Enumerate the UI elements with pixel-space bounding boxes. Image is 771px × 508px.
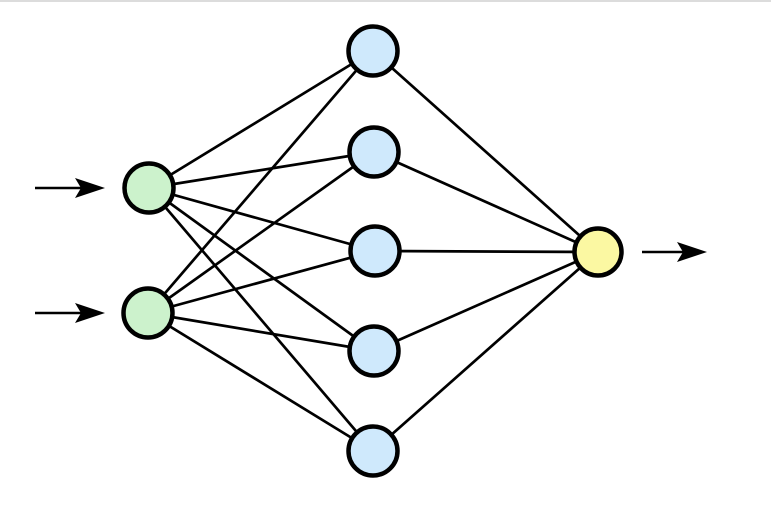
output-arrow <box>642 242 707 262</box>
input-2-node <box>121 286 175 340</box>
edge-input-1-to-hidden-4 <box>148 186 375 353</box>
output-1-node <box>572 226 624 278</box>
edge-input-1-to-hidden-5 <box>147 187 375 452</box>
input-arrow-2 <box>35 303 105 323</box>
hidden-4-node <box>347 324 401 378</box>
hidden-2-node <box>347 125 401 179</box>
edge-input-1-to-hidden-3 <box>148 186 376 253</box>
input-arrow-2-head <box>75 303 105 323</box>
edges-layer <box>146 49 599 453</box>
edge-hidden-3-to-output-1 <box>374 249 599 254</box>
output-arrow-head <box>677 242 707 262</box>
input-1-node <box>122 161 176 215</box>
edge-hidden-2-to-output-1 <box>373 150 599 254</box>
edge-hidden-1-to-output-1 <box>372 49 599 254</box>
edge-input-2-to-hidden-3 <box>147 249 376 315</box>
input-arrow-1-head <box>75 178 105 198</box>
edge-hidden-5-to-output-1 <box>372 250 599 453</box>
edge-input-2-to-hidden-1 <box>146 50 375 314</box>
nodes-layer <box>121 24 624 478</box>
edge-hidden-4-to-output-1 <box>373 250 599 353</box>
edge-input-2-to-hidden-4 <box>147 311 375 353</box>
arrows-layer <box>35 178 707 323</box>
edge-input-1-to-hidden-2 <box>148 150 375 190</box>
edge-input-2-to-hidden-5 <box>147 311 374 453</box>
hidden-3-node <box>348 224 402 278</box>
input-arrow-1 <box>35 178 105 198</box>
hidden-5-node <box>346 424 400 478</box>
edge-input-1-to-hidden-1 <box>148 49 374 190</box>
edge-input-2-to-hidden-2 <box>147 150 375 315</box>
hidden-1-node <box>346 24 400 78</box>
top-border-line <box>0 0 771 2</box>
